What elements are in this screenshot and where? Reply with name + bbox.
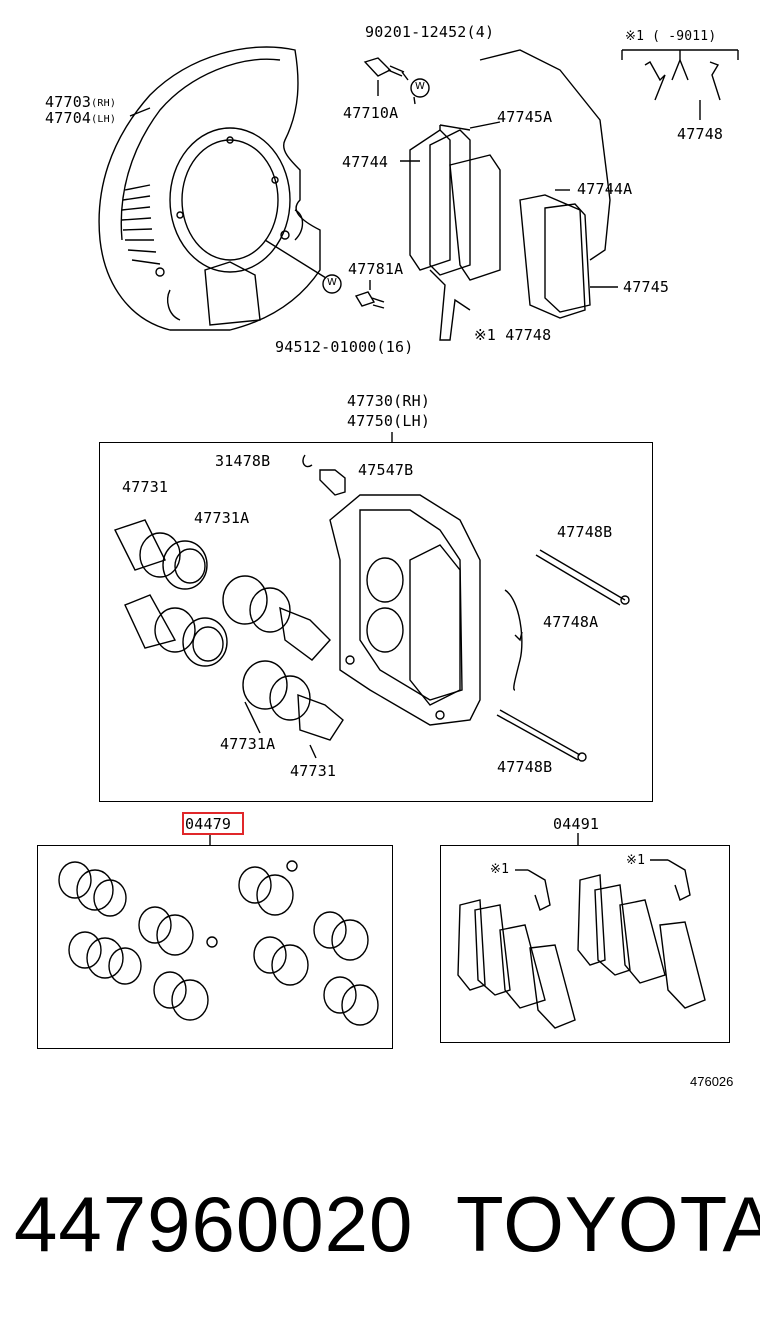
part-label-47750[interactable]: 47750(LH) xyxy=(347,412,431,430)
part-label-04479[interactable]: 04479 xyxy=(185,815,232,833)
part-label-47547B[interactable]: 47547B xyxy=(358,461,414,479)
part-label-47748B-lower[interactable]: 47748B xyxy=(497,758,553,776)
washer-w-text: W xyxy=(415,81,426,92)
washer-drawings xyxy=(264,78,430,294)
part-label-47731A-upper[interactable]: 47731A xyxy=(194,509,250,527)
part-label-47748-pad[interactable]: ※1 47748 xyxy=(474,326,552,344)
seal-kit-drawing xyxy=(58,833,379,1026)
part-label-31478B[interactable]: 31478B xyxy=(215,452,271,470)
figure-number: 476026 xyxy=(690,1074,734,1089)
caliper-assembly-frame xyxy=(99,442,653,802)
note-mark-right: ※1 xyxy=(626,853,646,868)
part-label-47744[interactable]: 47744 xyxy=(342,153,389,171)
part-label-47703[interactable]: 47703(RH) xyxy=(45,95,116,110)
part-label-47704[interactable]: 47704(LH) xyxy=(45,111,116,126)
side-lh-text: (LH) xyxy=(91,114,117,125)
part-label-94512[interactable]: 94512-01000(16) xyxy=(275,338,414,356)
applicability-note: ※1 ( -9011) xyxy=(625,29,717,44)
part-label-47781A[interactable]: 47781A xyxy=(348,260,404,278)
part-label-47744A[interactable]: 47744A xyxy=(577,180,633,198)
pad-kit-frame xyxy=(440,845,730,1043)
part-label-47730[interactable]: 47730(RH) xyxy=(347,392,431,410)
part-label-47731-lower[interactable]: 47731 xyxy=(290,762,337,780)
selected-part-highlight xyxy=(182,812,244,835)
washer-w-text: W xyxy=(327,277,338,288)
part-label-47731A-lower[interactable]: 47731A xyxy=(220,735,276,753)
part-label-47748-top[interactable]: 47748 xyxy=(677,125,724,143)
part-label-47731-upper[interactable]: 47731 xyxy=(122,478,169,496)
bolt-drawings xyxy=(354,57,409,309)
part-label-04491[interactable]: 04491 xyxy=(553,815,600,833)
part-label-90201[interactable]: 90201-12452(4) xyxy=(365,23,495,41)
part-label-47748A[interactable]: 47748A xyxy=(543,613,599,631)
clip-drawing xyxy=(621,49,739,120)
side-rh-text: (RH) xyxy=(91,98,117,109)
pads-drawing xyxy=(400,49,618,341)
part-label-47748B-upper[interactable]: 47748B xyxy=(557,523,613,541)
caliper-drawing xyxy=(302,432,630,762)
bottom-brand: TOYOTA xyxy=(456,1180,760,1268)
part-number-text: 47703 xyxy=(45,93,92,111)
bottom-part-number: 447960020 xyxy=(14,1180,414,1268)
seal-kit-frame xyxy=(37,845,393,1049)
pistons-drawing xyxy=(114,519,344,759)
part-label-47745A[interactable]: 47745A xyxy=(497,108,553,126)
note-mark-left: ※1 xyxy=(490,862,510,877)
part-number-text: 47704 xyxy=(45,109,92,127)
pad-kit-drawing xyxy=(457,833,706,1029)
part-label-47745[interactable]: 47745 xyxy=(623,278,670,296)
dust-shield-drawing xyxy=(98,46,321,331)
part-label-47710A[interactable]: 47710A xyxy=(343,104,399,122)
